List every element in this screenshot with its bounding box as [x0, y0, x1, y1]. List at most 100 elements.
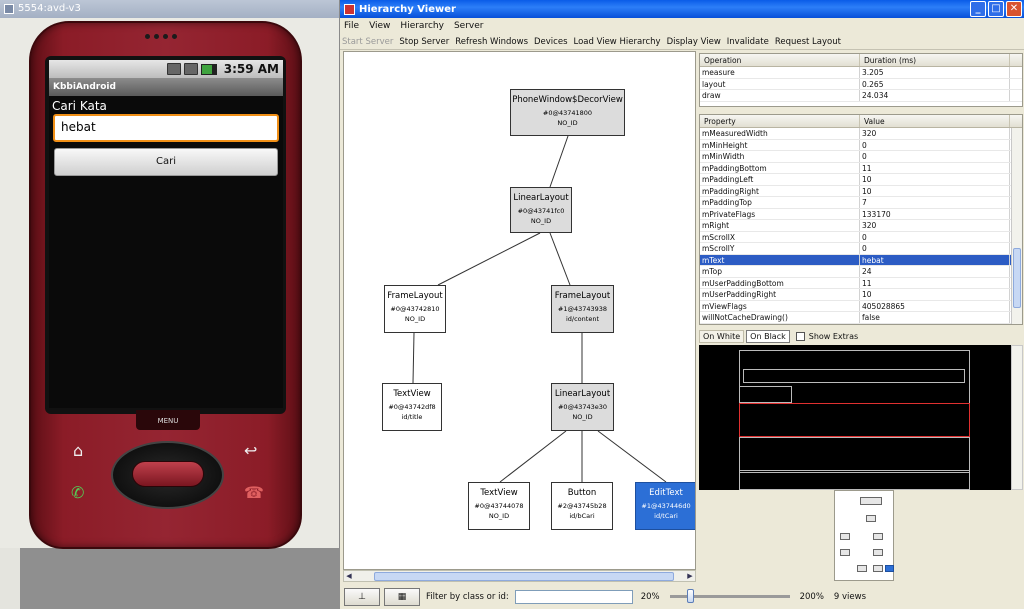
stop-server-button[interactable]: Stop Server	[399, 37, 450, 47]
emulator-bottom-area	[20, 548, 340, 609]
zoom-slider[interactable]	[669, 589, 790, 603]
load-view-hierarchy-button[interactable]: Load View Hierarchy	[573, 37, 661, 47]
tree-node[interactable]: Button #2@43745b28 id/bCari	[551, 482, 613, 530]
search-button[interactable]: Cari	[54, 148, 278, 176]
tree-node-selected[interactable]: EditText #1@437446d0 id/tCari	[635, 482, 695, 530]
zoom-min-label: 20%	[640, 591, 660, 602]
tree-overview[interactable]	[834, 490, 894, 581]
filter-label: Filter by class or id:	[426, 591, 509, 602]
tree-node[interactable]: LinearLayout #0@43743e30 NO_ID	[551, 383, 614, 431]
table-row[interactable]: draw 24.034	[700, 90, 1022, 102]
trackball[interactable]	[132, 461, 204, 487]
call-key-icon[interactable]: ✆	[71, 483, 85, 502]
menu-file[interactable]: File	[344, 21, 360, 31]
overview-node	[840, 549, 850, 556]
preview-selected-outline	[739, 403, 970, 437]
tree-horizontal-scrollbar[interactable]: ◀ ▶	[343, 570, 696, 582]
preview-vertical-scrollbar[interactable]	[1011, 345, 1023, 490]
preview-content-outline	[739, 472, 970, 490]
menu-view[interactable]: View	[369, 21, 391, 31]
start-server-button[interactable]: Start Server	[342, 37, 394, 47]
overview-node-selected	[885, 565, 894, 572]
request-layout-button[interactable]: Request Layout	[774, 37, 841, 47]
scroll-left-icon[interactable]: ◀	[346, 572, 352, 580]
refresh-windows-button[interactable]: Refresh Windows	[455, 37, 528, 47]
app-title-bar: KbbiAndroid	[49, 78, 283, 96]
search-label: Cari Kata	[52, 99, 107, 113]
grid-icon: ▦	[397, 591, 407, 602]
on-black-tab[interactable]: On Black	[746, 330, 790, 343]
zoom-max-label: 200%	[799, 591, 824, 602]
tree-connectors	[412, 135, 667, 483]
overview-node	[873, 549, 883, 556]
scrollbar-thumb[interactable]	[374, 572, 674, 581]
search-input[interactable]: hebat	[53, 114, 279, 142]
menu-server[interactable]: Server	[453, 21, 484, 31]
tree-node[interactable]: TextView #0@43744078 NO_ID	[468, 482, 530, 530]
back-key-icon[interactable]: ↩	[244, 441, 258, 460]
emulator-window: 5554:avd-v3 MENU ⌂ ↩ ✆ ☎ 3:59 AM KbbiAnd…	[0, 0, 340, 609]
status-bar: 3:59 AM	[49, 60, 283, 78]
on-white-tab[interactable]: On White	[699, 330, 745, 343]
devices-button[interactable]: Devices	[534, 37, 568, 47]
emulator-bottom-left-area	[0, 548, 20, 609]
menu-key[interactable]: MENU	[136, 410, 200, 430]
view-count: 9 views	[833, 591, 867, 602]
menu-hierarchy[interactable]: Hierarchy	[400, 21, 444, 31]
end-call-key-icon[interactable]: ☎	[244, 483, 264, 502]
layout-preview[interactable]	[699, 345, 1011, 490]
tree-view-button[interactable]: ⊥	[344, 587, 380, 606]
tree-node[interactable]: LinearLayout #0@43741fc0 NO_ID	[510, 187, 572, 233]
tree-node[interactable]: TextView #0@43742df8 id/title	[382, 383, 442, 431]
scrollbar-thumb[interactable]	[1013, 248, 1021, 308]
signal-bars-icon	[183, 63, 198, 75]
home-key-icon[interactable]: ⌂	[73, 441, 84, 460]
table-row[interactable]: measure 3.205	[700, 67, 1022, 79]
table-row[interactable]: layout 0.265	[700, 78, 1022, 90]
hv-app-icon	[344, 3, 355, 15]
tree-node[interactable]: FrameLayout #1@43743938 id/content	[551, 285, 614, 333]
maximize-button[interactable]: □	[988, 1, 1004, 17]
display-view-button[interactable]: Display View	[666, 37, 721, 47]
zoom-slider-knob[interactable]	[686, 589, 694, 603]
table-row[interactable]: willNotCacheDrawing()false	[700, 312, 1022, 324]
scroll-right-icon[interactable]: ▶	[687, 572, 693, 580]
hv-window-title: Hierarchy Viewer	[359, 3, 456, 15]
status-time: 3:59 AM	[223, 62, 279, 76]
pixel-perfect-button[interactable]: ▦	[384, 587, 420, 606]
minimize-button[interactable]: _	[970, 1, 986, 17]
emulator-titlebar: 5554:avd-v3	[0, 0, 339, 18]
properties-vertical-scrollbar[interactable]	[1011, 128, 1022, 324]
speaker-grille	[145, 34, 177, 39]
tree-node[interactable]: FrameLayout #0@43742810 NO_ID	[384, 285, 446, 333]
operations-table: Operation Duration (ms) measure 3.205 la…	[699, 53, 1023, 107]
tree-view-icon: ⊥	[358, 591, 366, 602]
tree-node[interactable]: PhoneWindow$DecorView #0@43741800 NO_ID	[510, 89, 625, 136]
view-tree-canvas[interactable]: PhoneWindow$DecorView #0@43741800 NO_ID …	[343, 51, 696, 570]
battery-icon	[200, 63, 217, 75]
show-extras-checkbox[interactable]	[795, 332, 805, 341]
filter-input[interactable]	[514, 589, 633, 604]
invalidate-button[interactable]: Invalidate	[726, 37, 769, 47]
overview-node	[873, 533, 883, 540]
toolbar: Start Server Stop Server Refresh Windows…	[340, 34, 1024, 50]
close-button[interactable]: ✕	[1006, 1, 1022, 17]
hv-titlebar: Hierarchy Viewer _ □ ✕	[340, 0, 1024, 18]
